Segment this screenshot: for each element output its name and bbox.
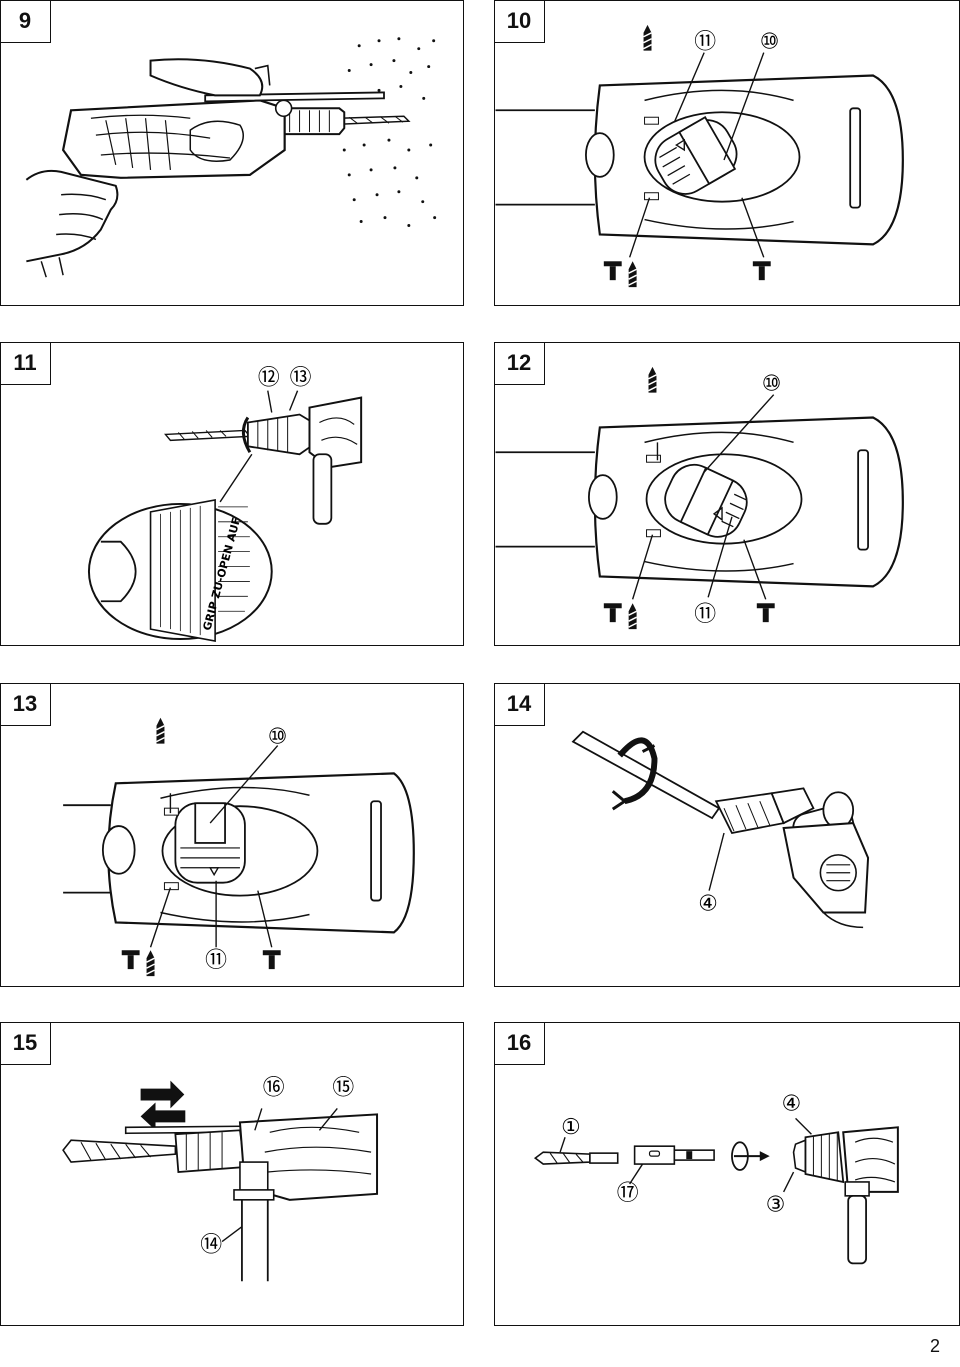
figure-10-mode-selector-illustration: ⑪ ⑩ xyxy=(495,24,904,288)
figure-10-panel: 10 ⑪ ⑩ xyxy=(494,0,960,306)
figure-13-panel: 13 ⑩ ⑪ xyxy=(0,683,464,987)
figure-13-mode-selector-illustration: ⑩ ⑪ xyxy=(63,717,415,977)
part-label: ⑩ xyxy=(268,725,288,750)
figure-number: 15 xyxy=(1,1023,51,1065)
figure-14-chisel-illustration: ④ xyxy=(571,730,870,929)
part-label: ③ xyxy=(766,1193,786,1218)
figure-11-keyless-chuck-illustration: ⑫ ⑬ GRIP ZU-OPEN AUF xyxy=(87,366,363,642)
figure-15-panel: 15 ⑯ ⑮ ⑭ xyxy=(0,1022,464,1326)
page-number: 2 xyxy=(929,1336,940,1356)
figure-number: 14 xyxy=(495,684,545,726)
figure-12-panel: 12 ⑩ ⑪ xyxy=(494,342,960,646)
figure-number: 11 xyxy=(1,343,51,385)
figure-number: 10 xyxy=(495,1,545,43)
figure-number: 16 xyxy=(495,1023,545,1065)
figure-9-panel: 9 xyxy=(0,0,464,306)
part-label: ⑬ xyxy=(290,366,312,391)
figure-16-panel: 16 ① ④ ⑰ ③ xyxy=(494,1022,960,1326)
figure-11-panel: 11 ⑫ ⑬ GRIP ZU-OPEN AUF xyxy=(0,342,464,646)
part-label: ⑮ xyxy=(332,1076,354,1101)
figure-number: 13 xyxy=(1,684,51,726)
part-label: ⑭ xyxy=(200,1232,222,1257)
part-label: ④ xyxy=(782,1091,802,1116)
figure-12-mode-selector-illustration: ⑩ ⑪ xyxy=(495,366,904,630)
part-label: ⑪ xyxy=(694,602,716,627)
part-label: ⑪ xyxy=(694,30,716,55)
part-label: ① xyxy=(561,1115,581,1140)
part-label: ④ xyxy=(698,892,718,917)
figure-16-adapter-illustration: ① ④ ⑰ ③ xyxy=(533,1091,899,1265)
part-label: ⑫ xyxy=(258,366,280,391)
part-label: ⑯ xyxy=(263,1076,285,1101)
part-label: ⑪ xyxy=(205,948,227,973)
figure-9-drilling-illustration xyxy=(25,37,437,278)
figure-14-panel: 14 ④ xyxy=(494,683,960,987)
part-label: ⑩ xyxy=(762,372,782,397)
part-label: ⑰ xyxy=(617,1181,639,1206)
figure-number: 12 xyxy=(495,343,545,385)
figure-15-depth-gauge-illustration: ⑯ ⑮ ⑭ xyxy=(62,1076,379,1282)
figure-number: 9 xyxy=(1,1,51,43)
part-label: ⑩ xyxy=(760,30,780,55)
